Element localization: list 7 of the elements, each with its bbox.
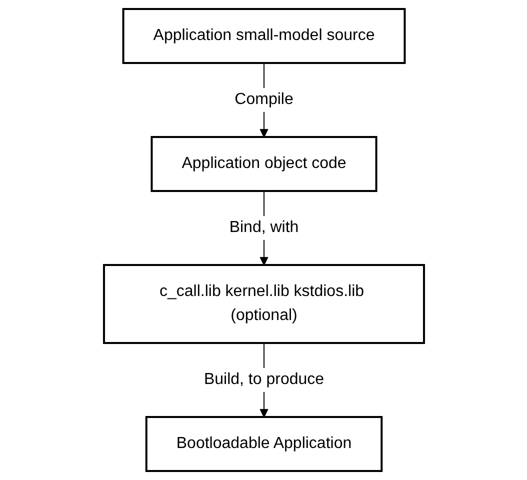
node-box: Application object code (150, 136, 377, 192)
edge-label: Bind, with (228, 219, 298, 236)
edge-label: Compile (234, 91, 293, 108)
node-box: c_call.lib kernel.lib kstdios.lib (optional) (102, 264, 424, 344)
node-box: Bootloadable Application (144, 416, 382, 472)
edge-label: Build, to produce (203, 371, 324, 388)
node-box: Application small-model source (122, 8, 406, 64)
